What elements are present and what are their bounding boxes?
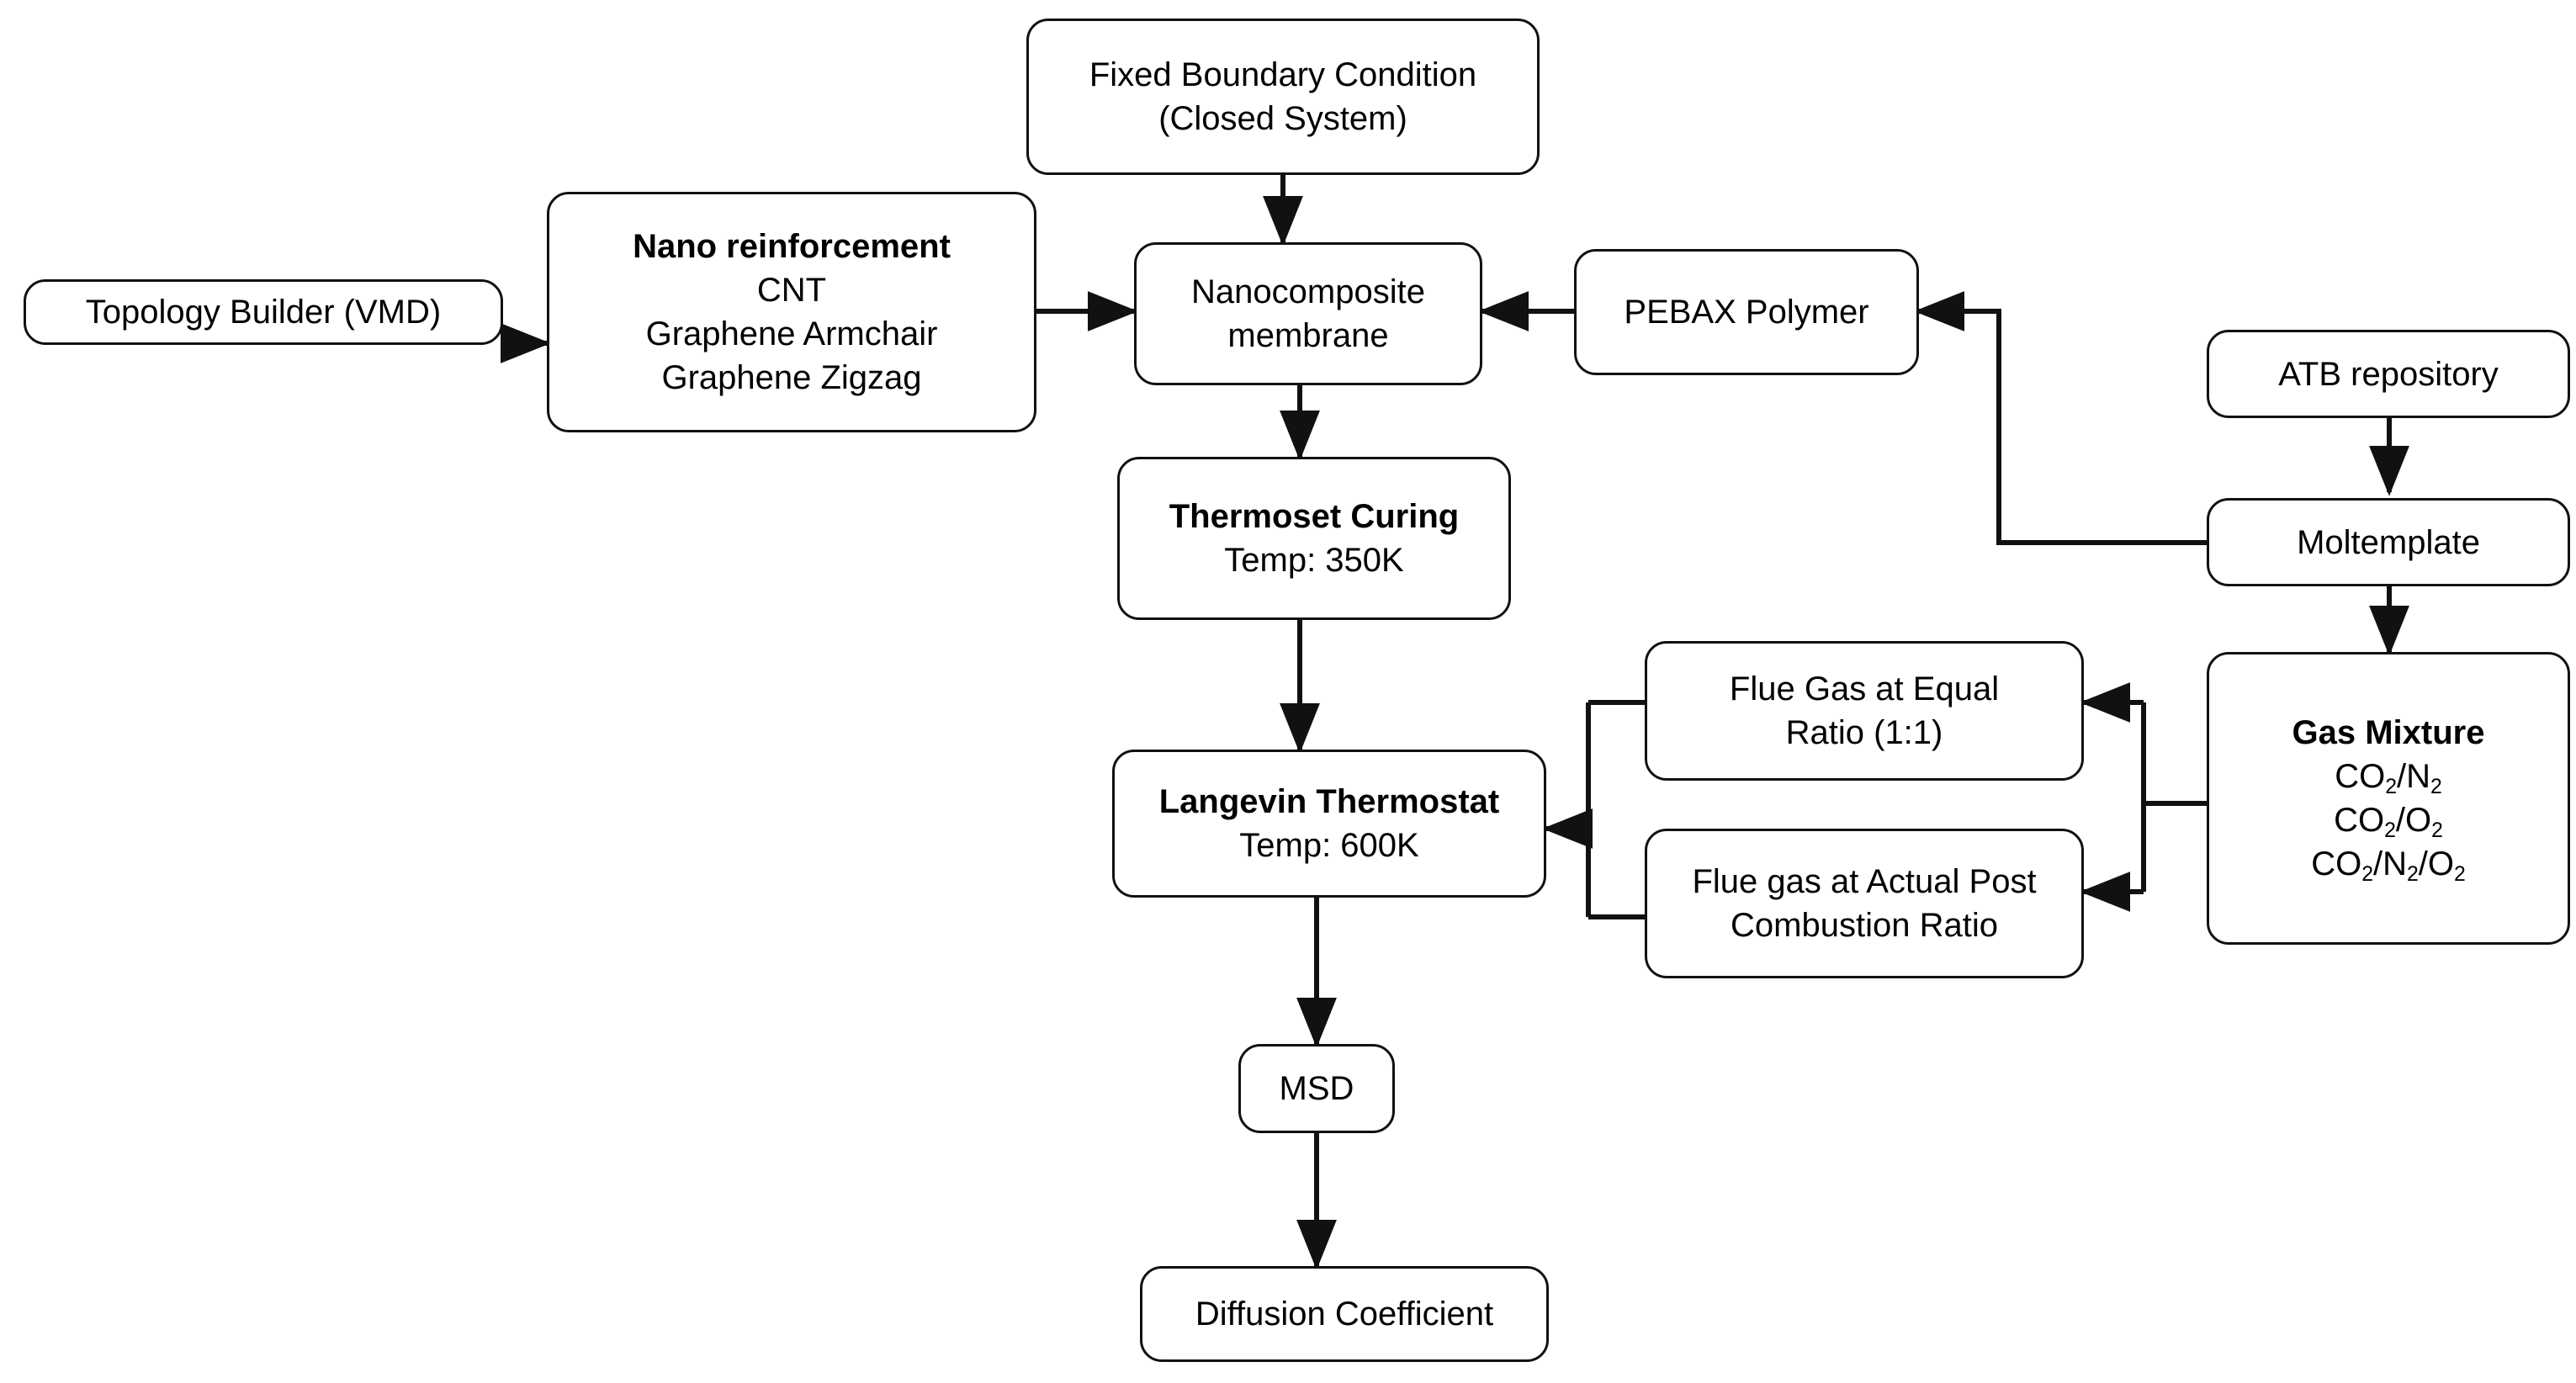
pebax-polymer-node[interactable]: PEBAX Polymer (1574, 249, 1919, 375)
msd-node[interactable]: MSD (1238, 1044, 1395, 1133)
langevin-thermostat-label-1: Temp: 600K (1239, 827, 1419, 864)
moltemplate-label-0: Moltemplate (2297, 523, 2480, 561)
thermoset-curing-label-0: Thermoset Curing (1169, 498, 1460, 535)
gas-mixture-bus (2141, 702, 2207, 892)
atb-repository-label-0: ATB repository (2278, 355, 2499, 393)
flue-gas-bus (1586, 700, 1645, 919)
gas-mixture-formula-1: CO2/O2 (2334, 802, 2443, 842)
flue-gas-actual-label-1: Combustion Ratio (1731, 907, 1998, 944)
pebax-polymer-label-0: PEBAX Polymer (1624, 294, 1869, 331)
gas-mixture-formula-2: CO2/N2/O2 (2311, 845, 2466, 886)
diffusion-coefficient-node[interactable]: Diffusion Coefficient (1140, 1266, 1549, 1362)
flue-gas-equal-label-0: Flue Gas at Equal (1729, 670, 2000, 707)
nano-reinforcement-label-3: Graphene Zigzag (661, 359, 922, 396)
msd-label-0: MSD (1279, 1070, 1354, 1107)
gas-mixture-label-0: Gas Mixture (2292, 714, 2485, 751)
nanocomposite-membrane-label-1: membrane (1227, 317, 1389, 354)
nano-reinforcement-label-1: CNT (756, 272, 827, 309)
fixed-boundary-label-0: Fixed Boundary Condition (1089, 56, 1477, 93)
topology-builder-label-0: Topology Builder (VMD) (85, 294, 442, 331)
fixed-boundary-label-1: (Closed System) (1158, 100, 1407, 137)
thermoset-curing-label-1: Temp: 350K (1224, 542, 1404, 579)
flue-gas-equal-label-1: Ratio (1:1) (1785, 714, 1943, 751)
gas-mixture-node[interactable]: Gas Mixture CO2/N2 CO2/O2 CO2/N2/O2 (2207, 652, 2570, 945)
fixed-boundary-condition-node[interactable]: Fixed Boundary Condition (Closed System) (1026, 19, 1540, 175)
edge-moltemplate-to-pebax (1914, 291, 2207, 545)
nanocomposite-membrane-node[interactable]: Nanocomposite membrane (1134, 242, 1482, 385)
flue-gas-equal-ratio-node[interactable]: Flue Gas at Equal Ratio (1:1) (1645, 641, 2084, 781)
langevin-thermostat-label-0: Langevin Thermostat (1158, 783, 1500, 820)
flue-gas-actual-label-0: Flue gas at Actual Post (1692, 863, 2037, 900)
topology-builder-node[interactable]: Topology Builder (VMD) (24, 279, 503, 345)
atb-repository-node[interactable]: ATB repository (2207, 330, 2570, 418)
nano-reinforcement-label-0: Nano reinforcement (633, 228, 951, 265)
nanocomposite-membrane-label-0: Nanocomposite (1191, 273, 1425, 310)
moltemplate-node[interactable]: Moltemplate (2207, 498, 2570, 586)
nano-reinforcement-label-2: Graphene Armchair (645, 315, 938, 352)
diffusion-coefficient-label-0: Diffusion Coefficient (1195, 1296, 1494, 1333)
thermoset-curing-node[interactable]: Thermoset Curing Temp: 350K (1117, 457, 1511, 620)
gas-mixture-formula-0: CO2/N2 (2335, 758, 2442, 798)
flue-gas-actual-ratio-node[interactable]: Flue gas at Actual Post Combustion Ratio (1645, 829, 2084, 978)
nano-reinforcement-node[interactable]: Nano reinforcement CNT Graphene Armchair… (547, 192, 1036, 432)
langevin-thermostat-node[interactable]: Langevin Thermostat Temp: 600K (1112, 750, 1546, 898)
